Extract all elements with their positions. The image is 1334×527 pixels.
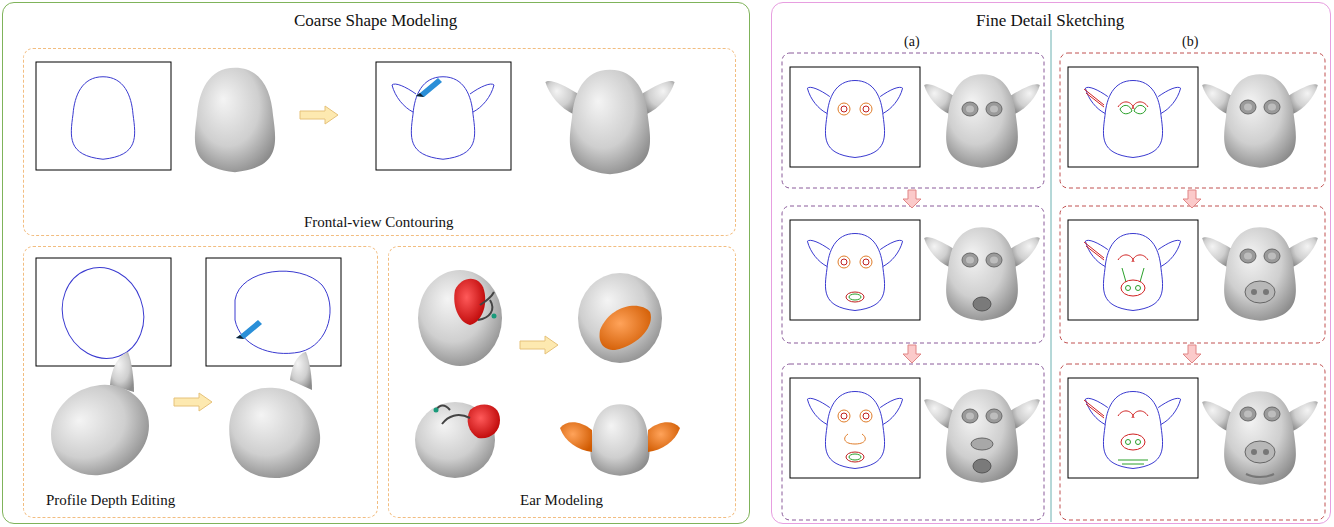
fine-column-a [782,53,1044,520]
section-panel: Fine Detail Sketching [771,2,1331,524]
group-caption: Ear Modeling [520,492,603,509]
step-group-box: Profile Depth Editing [23,246,378,518]
profile-illustration [36,256,341,491]
group-caption: Profile Depth Editing [46,492,175,509]
column-label: (a) [904,34,920,50]
divider [1051,30,1052,522]
step-group-box: Ear Modeling [388,246,736,518]
step-group-box: Frontal-view Contouring [23,48,736,236]
fine-column-b [1060,53,1325,520]
group-caption: Frontal-view Contouring [304,214,454,231]
column-label: (b) [1182,34,1198,50]
panel-title: Fine Detail Sketching [976,11,1124,31]
frontal-illustration [36,62,675,174]
ear-illustration [415,270,680,478]
section-panel: Coarse Shape ModelingFrontal-view Contou… [2,2,750,524]
panel-title: Coarse Shape Modeling [294,11,457,31]
